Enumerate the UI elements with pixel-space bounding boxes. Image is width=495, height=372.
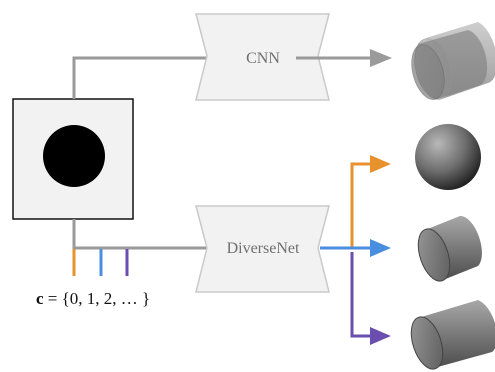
output-short-cylinder xyxy=(417,215,482,282)
diversenet-connector xyxy=(72,219,206,250)
output-branch-0 xyxy=(320,155,391,250)
cnn-connector xyxy=(72,56,238,99)
code-expression: = {0, 1, 2, … } xyxy=(44,289,151,308)
cnn-block xyxy=(195,13,330,101)
output-sphere xyxy=(415,124,481,190)
code-symbol: c xyxy=(36,289,44,308)
cnn-output-blurred-cylinder xyxy=(411,22,495,100)
diversenet-label: DiverseNet xyxy=(227,240,300,257)
output-long-cylinder xyxy=(410,300,495,370)
code-label: c = {0, 1, 2, … } xyxy=(36,289,150,308)
diversenet-block xyxy=(195,205,330,293)
cnn-label: CNN xyxy=(246,50,280,67)
output-branch-1 xyxy=(320,239,391,257)
input-disk xyxy=(43,125,105,187)
output-branch-2 xyxy=(350,252,391,345)
cnn-output-arrow xyxy=(296,49,392,67)
